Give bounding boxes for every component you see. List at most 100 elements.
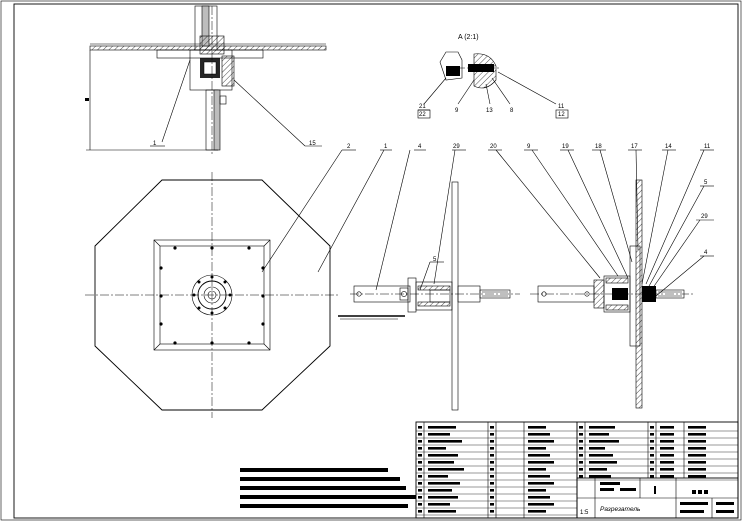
redacted-cell <box>688 468 706 471</box>
redacted-cell <box>490 433 494 436</box>
redacted-cell <box>528 468 546 471</box>
leader-label: 2 <box>347 144 351 150</box>
redacted-cell <box>528 461 554 464</box>
redacted-cell <box>418 510 422 513</box>
redacted-cell <box>650 461 654 464</box>
redacted-cell <box>490 454 494 457</box>
leader-label: 22 <box>419 112 426 118</box>
title-block: 1:5 Разрезатель <box>576 477 739 519</box>
redacted-cell <box>418 482 422 485</box>
redacted-cell <box>589 461 617 464</box>
redacted-cell <box>418 447 422 450</box>
redacted-cell <box>428 447 446 450</box>
leader-label: 29 <box>701 214 708 220</box>
plan-view: 2 1 <box>85 144 392 418</box>
redacted-cell <box>660 447 674 450</box>
redacted-cell <box>490 426 494 429</box>
redacted-cell <box>660 468 674 471</box>
redacted-cell <box>528 440 554 443</box>
redacted-cell <box>579 475 583 478</box>
leader-label: 18 <box>595 144 602 150</box>
specification-table <box>415 421 739 519</box>
redacted-cell <box>490 510 494 513</box>
redacted-cell <box>490 468 494 471</box>
redacted-cell <box>660 461 674 464</box>
leader-label: 9 <box>455 108 459 114</box>
redacted-cell <box>418 426 422 429</box>
redacted-cell <box>589 447 605 450</box>
redacted-cell <box>650 475 654 478</box>
leader-label: 20 <box>490 144 497 150</box>
leader-label: 4 <box>704 250 708 256</box>
redacted-cell <box>418 503 422 506</box>
leader-label: 12 <box>558 112 565 118</box>
redacted-cell <box>418 461 422 464</box>
leader-label: 1 <box>384 144 388 150</box>
leader-label: 1 <box>153 141 157 147</box>
detail-title: A (2:1) <box>458 34 479 41</box>
redacted-cell <box>688 475 706 478</box>
bolt-holes <box>159 246 265 345</box>
drawing-title: Разрезатель <box>600 506 641 513</box>
leader-label: 5 <box>433 257 437 263</box>
redacted-cell <box>490 447 494 450</box>
redacted-cell <box>428 468 464 471</box>
redacted-cell <box>688 440 706 443</box>
leader-label: 4 <box>418 144 422 150</box>
redacted-cell <box>528 475 550 478</box>
leader-label: 13 <box>486 108 493 114</box>
redacted-cell <box>428 489 452 492</box>
leader-label: 14 <box>665 144 672 150</box>
leader-label: 9 <box>527 144 531 150</box>
redacted-cell <box>528 426 546 429</box>
redacted-cell <box>490 503 494 506</box>
detail-a: A (2:1) 21 22 9 13 8 11 12 <box>417 34 569 119</box>
redacted-cell <box>589 475 611 478</box>
redacted-cell <box>418 496 422 499</box>
redacted-cell <box>688 447 706 450</box>
redacted-cell <box>688 461 706 464</box>
redacted-cell <box>688 426 706 429</box>
redacted-cell <box>660 454 674 457</box>
redacted-cell <box>428 433 450 436</box>
redacted-cell <box>650 468 654 471</box>
redacted-cell <box>528 489 546 492</box>
leader-label: 5 <box>704 180 708 186</box>
leader-label: 21 <box>419 104 426 110</box>
redacted-cell <box>528 503 554 506</box>
redacted-cell <box>528 454 550 457</box>
redacted-cell <box>490 482 494 485</box>
redacted-cell <box>660 475 674 478</box>
redacted-cell <box>428 454 458 457</box>
redacted-cell <box>660 426 674 429</box>
leader-label: 11 <box>558 104 565 110</box>
redacted-cell <box>428 475 448 478</box>
redacted-cell <box>528 482 554 485</box>
redacted-cell <box>428 503 450 506</box>
redacted-cell <box>579 468 583 471</box>
leader-label: 15 <box>309 141 316 147</box>
redacted-cell <box>528 433 550 436</box>
redacted-cell <box>428 482 460 485</box>
redacted-cell <box>650 440 654 443</box>
redacted-cell <box>589 468 607 471</box>
redacted-cell <box>490 489 494 492</box>
redacted-cell <box>579 461 583 464</box>
redacted-cell <box>428 510 456 513</box>
redacted-cell <box>418 489 422 492</box>
top-view-leaders: 1 15 <box>150 59 322 147</box>
technical-notes <box>240 468 416 508</box>
redacted-cell <box>650 426 654 429</box>
spec-rows <box>416 426 738 516</box>
redacted-cell <box>528 447 546 450</box>
leader-label: 8 <box>510 108 514 114</box>
redacted-cell <box>660 440 674 443</box>
redacted-cell <box>418 475 422 478</box>
side-view-right: 20 9 19 18 17 14 11 5 29 4 <box>488 144 714 409</box>
leader-label: 17 <box>631 144 638 150</box>
redacted-cell <box>579 447 583 450</box>
leader-label: 11 <box>704 144 711 150</box>
redacted-cell <box>589 426 615 429</box>
